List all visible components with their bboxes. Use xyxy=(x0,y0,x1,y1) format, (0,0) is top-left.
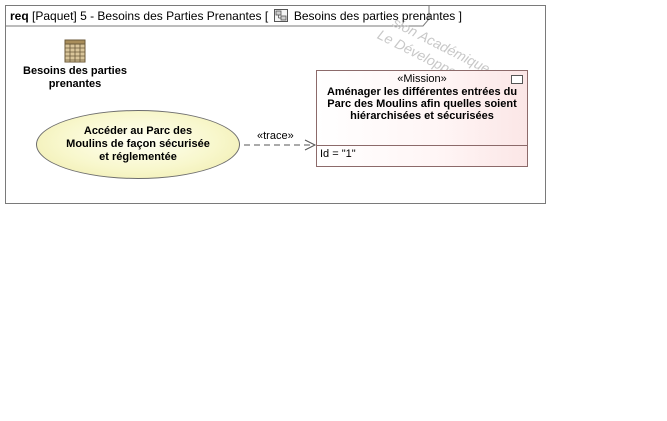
diagram-title: [Paquet] 5 - Besoins des Parties Prenant… xyxy=(32,9,269,23)
compartment-divider xyxy=(317,145,527,146)
mission-stereotype: «Mission» xyxy=(397,73,447,85)
use-case[interactable]: Accéder au Parc des Moulins de façon séc… xyxy=(36,110,240,179)
diagram-frame: req [Paquet] 5 - Besoins des Parties Pre… xyxy=(5,5,546,204)
requirements-document-label: Besoins des parties prenantes xyxy=(23,65,127,90)
diagram-close-bracket: ] xyxy=(458,9,462,23)
frame-tab: req [Paquet] 5 - Besoins des Parties Pre… xyxy=(6,6,462,26)
use-case-label: Accéder au Parc des Moulins de façon séc… xyxy=(66,125,210,163)
mission-id-attribute: Id = "1" xyxy=(320,148,356,160)
diagram-icon xyxy=(273,9,288,22)
diagram-name[interactable]: Besoins des parties prenantes xyxy=(293,9,456,23)
requirements-document-icon xyxy=(64,39,86,63)
mission-requirement[interactable]: «Mission» Aménager les différentes entré… xyxy=(316,70,528,167)
mission-title: Aménager les différentes entrées du Parc… xyxy=(326,86,518,122)
requirement-corner-icon xyxy=(511,75,523,84)
trace-label: «trace» xyxy=(257,130,294,142)
diagram-kind-keyword: req xyxy=(10,9,29,23)
requirements-document-element[interactable]: Besoins des parties prenantes xyxy=(20,39,130,91)
